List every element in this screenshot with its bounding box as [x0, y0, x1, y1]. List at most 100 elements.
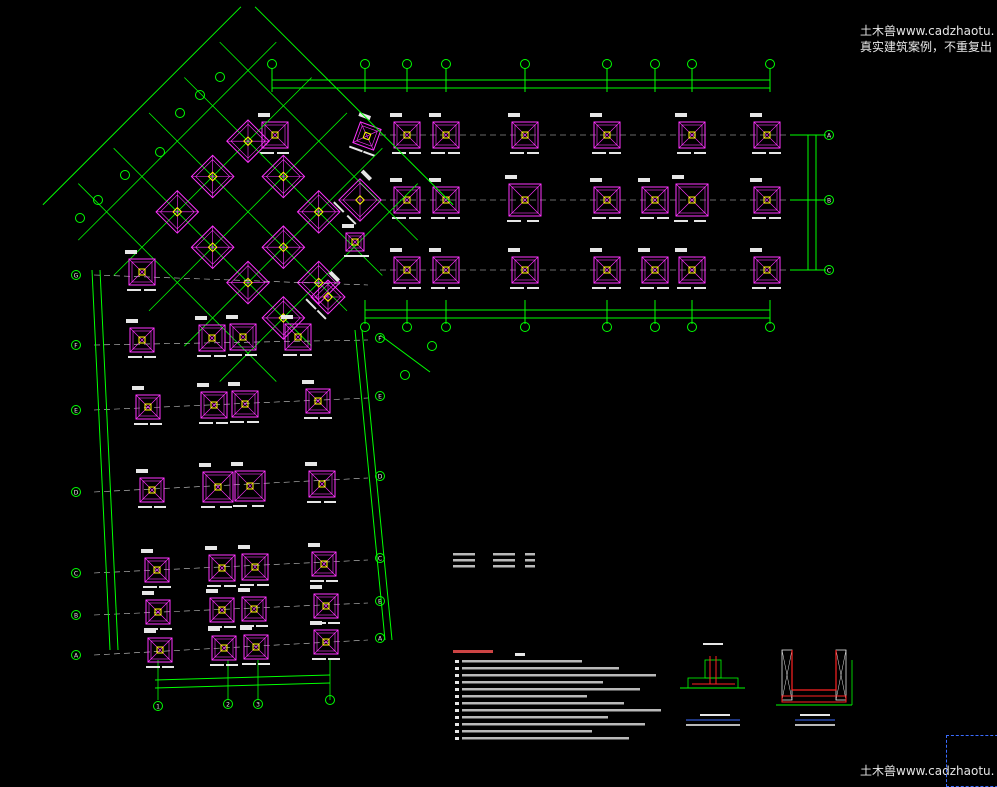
diagonal-footing	[296, 189, 341, 234]
west-left-axis-bubble: G	[71, 270, 81, 280]
west-footing	[197, 383, 228, 424]
svg-text:C: C	[378, 556, 382, 563]
pit-section-detail	[776, 649, 853, 726]
west-left-axis-bubble: B	[71, 610, 81, 620]
svg-text:B: B	[827, 198, 831, 205]
east-footing	[750, 248, 781, 289]
east-footing	[750, 178, 781, 219]
east-bottom-axis-bubble	[402, 322, 412, 332]
west-bottom-axis-bubble: 1	[153, 701, 163, 711]
west-right-axis-bubble: A	[375, 633, 385, 643]
east-right-axis-bubble: A	[824, 130, 834, 140]
east-footing	[590, 178, 621, 219]
west-footing	[206, 589, 236, 628]
general-notes-block	[453, 650, 661, 740]
east-footing	[590, 248, 621, 289]
east-top-axis-bubble	[520, 59, 530, 69]
east-right-axis-bubble: C	[824, 265, 834, 275]
east-footing	[505, 175, 542, 222]
west-footing	[310, 621, 340, 660]
west-left-axis-bubble: E	[71, 405, 81, 415]
west-footing	[205, 546, 236, 587]
west-footing	[125, 250, 156, 291]
west-left-axis-bubble: C	[71, 568, 81, 578]
footing-section-detail	[680, 643, 745, 726]
east-bottom-axis-bubble	[602, 322, 612, 332]
svg-text:2: 2	[226, 702, 230, 709]
svg-text:G: G	[74, 273, 79, 280]
diagonal-footing	[296, 260, 341, 305]
west-footing	[240, 626, 270, 665]
diagonal-axis-bubble	[195, 90, 205, 100]
east-top-axis-bubble	[650, 59, 660, 69]
svg-text:E: E	[378, 394, 382, 401]
svg-text:C: C	[827, 268, 831, 275]
east-footing	[675, 248, 706, 289]
east-top-axis-bubble	[765, 59, 775, 69]
east-top-axis-bubble	[602, 59, 612, 69]
diagonal-axis-bubble	[215, 72, 225, 82]
svg-text:A: A	[827, 133, 832, 140]
east-footing	[390, 178, 421, 219]
west-footing	[141, 549, 171, 588]
svg-text:3: 3	[256, 702, 260, 709]
west-footing	[305, 462, 336, 503]
west-footing	[199, 463, 234, 508]
west-footing	[238, 588, 268, 627]
watermark-line-1: 土木兽www.cadzhaotu.	[860, 24, 995, 38]
east-bottom-axis-bubble	[650, 322, 660, 332]
west-footing	[228, 382, 259, 423]
svg-text:A: A	[378, 636, 383, 643]
east-footing	[508, 248, 539, 289]
diagonal-footing	[190, 154, 235, 199]
east-bottom-axis-bubble	[360, 322, 370, 332]
west-footing	[308, 543, 338, 582]
svg-text:A: A	[74, 653, 79, 660]
east-bottom-axis-bubble	[687, 322, 697, 332]
west-footing	[208, 627, 238, 666]
diagonal-footing	[190, 225, 235, 270]
west-right-dim-line	[354, 329, 386, 641]
diagonal-footing	[261, 154, 306, 199]
diagonal-axis-bubble	[400, 370, 410, 380]
junction-footing-small	[342, 224, 369, 257]
east-footing	[429, 178, 460, 219]
east-footing	[750, 113, 781, 154]
west-right-axis-bubble: E	[375, 391, 385, 401]
west-footing	[231, 462, 266, 507]
west-right-axis-bubble: D	[375, 471, 385, 481]
east-top-axis-bubble	[360, 59, 370, 69]
junction-footing	[333, 169, 382, 225]
viewport-corner-frame	[946, 735, 997, 787]
east-bottom-axis-bubble	[520, 322, 530, 332]
west-left-axis-bubble: D	[71, 487, 81, 497]
west-bottom-axis-bubble: 2	[223, 699, 233, 709]
west-left-axis-bubble: F	[71, 340, 81, 350]
east-right-axis-bubble: B	[824, 195, 834, 205]
svg-text:C: C	[74, 571, 78, 578]
diagonal-axis-bubble	[93, 195, 103, 205]
west-footing	[281, 315, 312, 356]
east-footing	[429, 113, 460, 154]
west-footing	[144, 629, 174, 668]
diagonal-axis-bubble	[427, 341, 437, 351]
east-footing	[390, 248, 421, 289]
east-top-axis-bubble	[267, 59, 277, 69]
west-right-axis-bubble: F	[375, 333, 385, 343]
diagonal-axis-bubble	[175, 108, 185, 118]
junction-footing-low	[305, 270, 346, 320]
watermark-line-2: 真实建筑案例，不重复出	[860, 40, 993, 54]
svg-text:F: F	[378, 336, 382, 343]
diagonal-footing	[226, 260, 270, 305]
diagonal-axis-bubble	[155, 147, 165, 157]
diagonal-footing	[226, 119, 270, 164]
legend-block	[453, 553, 535, 568]
west-footing	[310, 585, 340, 624]
svg-text:D: D	[74, 490, 79, 497]
svg-text:E: E	[74, 408, 78, 415]
diagonal-axis-bubble	[75, 213, 85, 223]
west-bottom-dim-line	[154, 682, 331, 689]
west-left-dim-line	[91, 269, 111, 651]
east-bottom-axis-bubble	[441, 322, 451, 332]
